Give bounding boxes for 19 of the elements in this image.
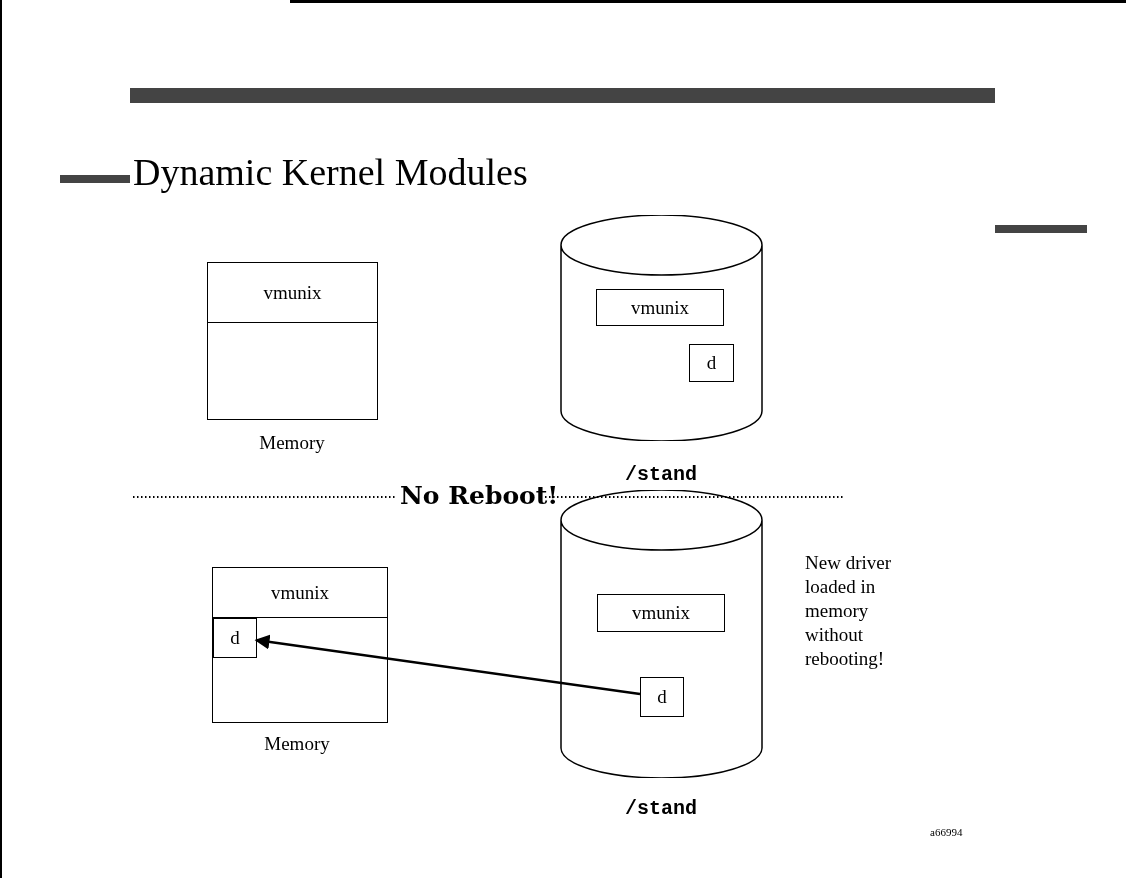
separator-label: No Reboot! bbox=[400, 481, 559, 510]
note-text: New driver loaded in memory without rebooting! bbox=[805, 551, 892, 671]
memory-box bbox=[207, 262, 378, 420]
disk-cylinder bbox=[560, 215, 763, 441]
arrow bbox=[254, 634, 641, 696]
path-label: /stand bbox=[625, 463, 697, 486]
memory-label: vmunix bbox=[208, 263, 377, 323]
figure-id: a66994 bbox=[930, 826, 963, 838]
node-label: Memory bbox=[264, 733, 330, 755]
module-box: d bbox=[213, 618, 257, 658]
file-box: vmunix bbox=[596, 289, 724, 326]
file-box: vmunix bbox=[597, 594, 725, 632]
path-label: /stand bbox=[625, 797, 697, 820]
module-box: d bbox=[689, 344, 734, 382]
disk-cylinder bbox=[560, 490, 763, 778]
memory-box bbox=[212, 567, 388, 723]
module-box: d bbox=[640, 677, 684, 717]
node-label: Memory bbox=[259, 432, 325, 454]
slide-title: Dynamic Kernel Modules bbox=[133, 150, 528, 194]
